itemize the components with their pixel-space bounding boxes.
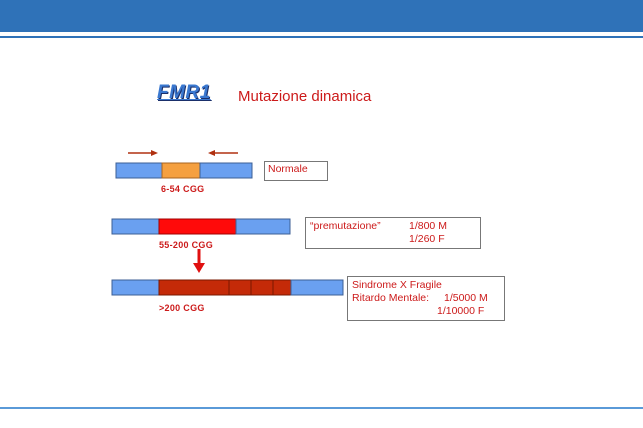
premutation-repeat-label: 55-200 CGG [159, 240, 214, 250]
normal-allele [115, 162, 253, 179]
info-text: Normale [268, 163, 308, 175]
normal-repeat-label: 6-54 CGG [161, 184, 205, 194]
fragile-x-info-box: Sindrome X Fragile Ritardo Mentale: 1/50… [347, 276, 505, 321]
expansion-arrow [193, 249, 205, 273]
footer-divider [0, 407, 643, 409]
info-frequency: 1/10000 F [437, 305, 485, 317]
premutation-info-box: “premutazione” 1/800 M 1/260 F [305, 217, 481, 249]
premutation-allele [111, 218, 291, 235]
info-text: “premutazione” [310, 220, 381, 232]
info-frequency: 1/260 F [409, 233, 445, 245]
full-mutation-allele [111, 279, 344, 296]
forward-primer-arrow [128, 150, 158, 156]
info-frequency: 1/800 M [409, 220, 447, 232]
info-frequency: 1/5000 M [444, 292, 488, 304]
slide-subtitle: Mutazione dinamica [238, 88, 372, 105]
full-mutation-repeat-label: >200 CGG [159, 303, 205, 313]
info-text: Sindrome X Fragile [352, 279, 442, 291]
reverse-primer-arrow [208, 150, 238, 156]
gene-title: FMR1 [157, 82, 211, 103]
header-bar [0, 0, 643, 32]
normal-info-box: Normale [264, 161, 328, 181]
info-text: Ritardo Mentale: [352, 292, 430, 304]
header-divider [0, 36, 643, 38]
